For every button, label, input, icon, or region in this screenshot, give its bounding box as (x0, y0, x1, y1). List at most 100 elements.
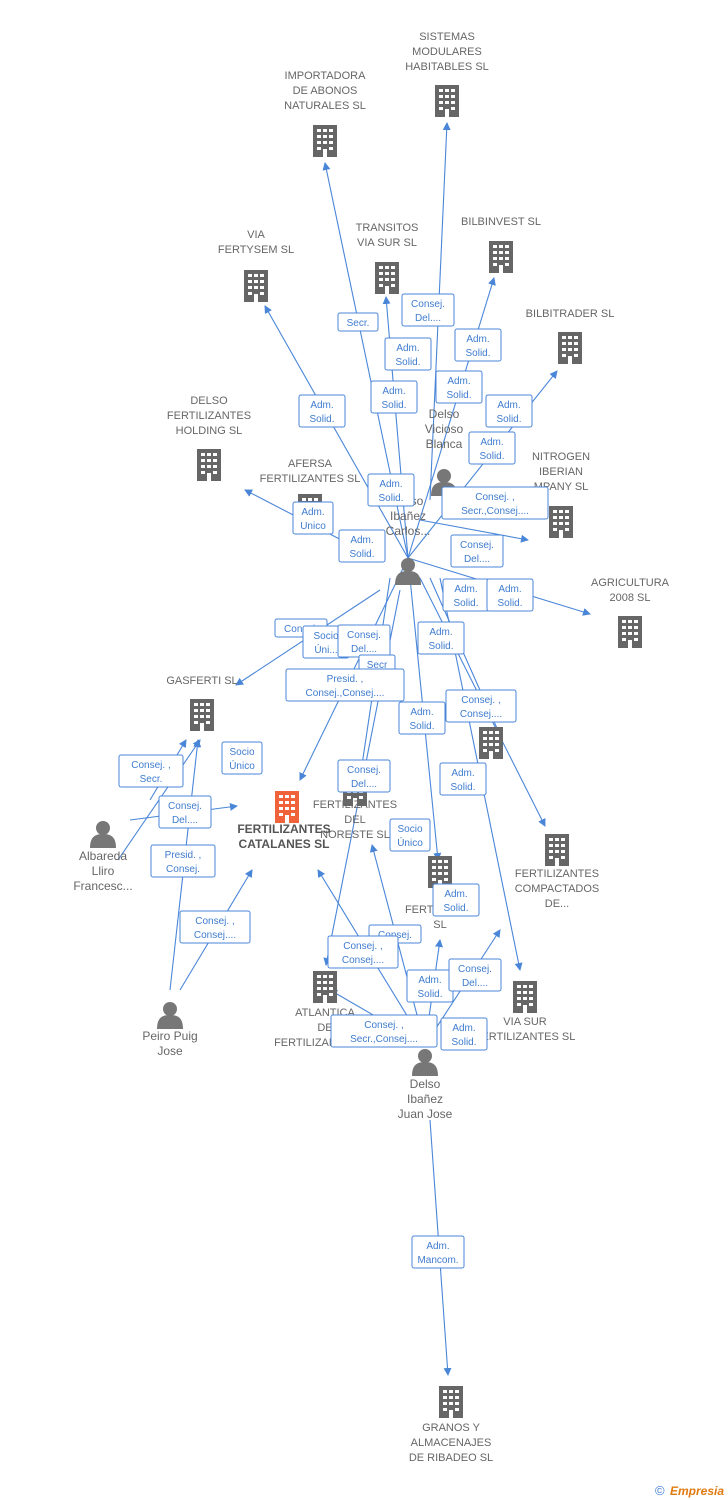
relation-badge[interactable]: Adm.Solid. (406, 969, 454, 1003)
relation-box (158, 795, 212, 829)
relation-badge[interactable]: Adm.Solid. (485, 394, 533, 428)
relation-box (468, 431, 516, 465)
building-icon (549, 506, 573, 538)
edge-arrow (407, 277, 496, 559)
relation-label: Adm. (452, 1023, 475, 1034)
relation-label: Único (229, 759, 255, 772)
relation-label: Solid. (381, 400, 406, 411)
node-label: TRANSITOS (356, 222, 419, 234)
relation-badge[interactable]: Consej. ,Secr.,Consej.... (330, 1014, 438, 1048)
node-label: DEL (344, 814, 365, 826)
relation-badge[interactable]: Adm.Solid. (398, 701, 446, 735)
relation-badge[interactable]: Consej.Del.... (337, 759, 391, 793)
building-icon (375, 262, 399, 294)
relation-badge[interactable]: Adm.Solid. (439, 762, 487, 796)
relation-badge[interactable]: Adm.Mancom. (411, 1235, 465, 1269)
relation-badge[interactable]: Adm.Solid. (468, 431, 516, 465)
node-label: HOLDING SL (176, 425, 243, 437)
node-label: Carlos... (386, 524, 431, 538)
relation-box (367, 473, 415, 507)
company-node-compactados[interactable]: FERTILIZANTESCOMPACTADOSDE... (515, 834, 600, 910)
relation-badge[interactable]: Consej.Del.... (337, 624, 391, 658)
relation-badge[interactable]: Adm.Solid. (367, 473, 415, 507)
footer: © Empresia (655, 1483, 724, 1498)
relation-badge[interactable]: Adm.Solid. (298, 394, 346, 428)
node-label: MODULARES (412, 46, 482, 58)
relation-badge[interactable]: Adm.Solid. (440, 1017, 488, 1051)
relation-badge[interactable]: Adm.Solid. (486, 578, 534, 612)
relation-box (384, 337, 432, 371)
relation-badge[interactable]: Adm.Solid. (442, 578, 490, 612)
relation-label: Mancom. (417, 1255, 458, 1266)
relation-label: Consej. (166, 864, 200, 875)
relation-badge[interactable]: Adm.Unico (292, 501, 334, 535)
node-label: DE (317, 1022, 332, 1034)
relation-box (401, 293, 455, 327)
relation-badge[interactable]: Consej. ,Consej.... (179, 910, 251, 944)
relation-box (327, 935, 399, 969)
edge-arrow (419, 519, 529, 543)
relation-badge[interactable]: Consej.Del.... (450, 534, 504, 568)
relation-badge[interactable]: Adm.Solid. (384, 337, 432, 371)
relation-badge[interactable]: Presid. ,Consej.,Consej.... (285, 668, 405, 702)
relation-badge[interactable]: Adm.Solid. (454, 328, 502, 362)
node-label: NORESTE SL (320, 829, 390, 841)
relation-badge[interactable]: Adm.Solid. (417, 621, 465, 655)
relation-label: Solid. (309, 414, 334, 425)
relation-label: Úni... (314, 643, 337, 656)
relation-badge[interactable]: Adm.Solid. (435, 370, 483, 404)
relation-badge[interactable]: Presid. ,Consej. (150, 844, 216, 878)
relation-badge[interactable]: Adm.Solid. (338, 529, 386, 563)
relation-badge[interactable]: Consej. ,Consej.... (445, 689, 517, 723)
relation-label: Consej. (284, 624, 318, 635)
building-icon (479, 727, 503, 759)
relation-badge[interactable]: Consej.Del.... (448, 958, 502, 992)
relation-badge[interactable]: Consej. ,Secr. (118, 754, 184, 788)
node-label: GRANOS Y (422, 1422, 481, 1434)
relation-label: Consej. (347, 765, 381, 776)
company-node-bilbitrader[interactable]: BILBITRADER SL (526, 308, 615, 364)
relation-badge[interactable]: Consej.Del.... (401, 293, 455, 327)
company-node-bilbinvest[interactable]: BILBINVEST SL (461, 216, 541, 273)
relation-badge[interactable]: Consej. ,Consej.... (327, 935, 399, 969)
relation-badge[interactable]: Adm.Solid. (370, 380, 418, 414)
brand-logo[interactable]: Empresia (669, 1484, 724, 1498)
relation-label: Consej. , (364, 1020, 403, 1031)
relation-badge[interactable]: Secr. (337, 312, 379, 332)
relation-badge[interactable]: Consej.Del.... (158, 795, 212, 829)
relation-badge[interactable]: Consej. ,Secr.,Consej.... (441, 486, 549, 520)
relation-label: Solid. (428, 641, 453, 652)
relation-label: Consej. (168, 801, 202, 812)
relation-label: Secr. (140, 774, 163, 785)
relation-badge[interactable]: Adm.Solid. (432, 883, 480, 917)
company-node-noreste[interactable]: FERTILIZANTES DEL NORESTE SL (313, 774, 397, 841)
relation-label: Solid. (443, 903, 468, 914)
person-node-albareda[interactable]: AlbaredaLliroFrancesc... (73, 821, 133, 893)
node-label: Albareda (79, 849, 127, 863)
node-label: Jose (157, 1044, 183, 1058)
node-label: FERTILIZANTES (313, 799, 397, 811)
node-label: HABITABLES SL (405, 61, 489, 73)
building-icon (275, 791, 299, 823)
relation-box (179, 910, 251, 944)
company-node-gasferti[interactable]: GASFERTI SL (166, 675, 238, 731)
relation-label: Socio (313, 631, 338, 642)
relation-label: Solid. (395, 357, 420, 368)
